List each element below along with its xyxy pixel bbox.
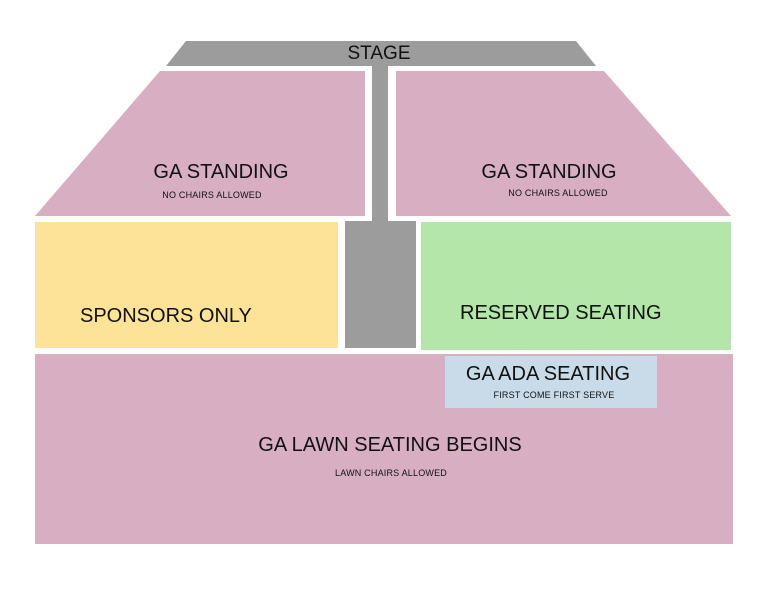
ga-ada-seating-title: GA ADA SEATING xyxy=(465,363,631,385)
ga-standing-right-title: GA STANDING xyxy=(481,161,617,183)
reserved-seating-zone[interactable] xyxy=(421,222,731,350)
stage-label: STAGE xyxy=(347,43,411,64)
ga-standing-right-zone[interactable] xyxy=(396,71,731,216)
ga-standing-right-note: NO CHAIRS ALLOWED xyxy=(508,188,608,198)
sponsors-only-zone[interactable] xyxy=(35,222,338,348)
ga-standing-left-note: NO CHAIRS ALLOWED xyxy=(162,190,262,200)
lawn-seating-note: LAWN CHAIRS ALLOWED xyxy=(335,468,447,478)
ga-ada-seating-zone[interactable] xyxy=(445,356,657,408)
ga-standing-left-title: GA STANDING xyxy=(153,161,289,183)
lawn-seating-title: GA LAWN SEATING BEGINS xyxy=(258,434,522,456)
ga-standing-left-zone[interactable] xyxy=(35,71,365,216)
reserved-seating-title: RESERVED SEATING xyxy=(460,302,662,324)
stage-runway xyxy=(372,66,388,221)
ga-ada-seating-note: FIRST COME FIRST SERVE xyxy=(493,390,615,400)
stage-thrust xyxy=(345,221,416,348)
sponsors-only-title: SPONSORS ONLY xyxy=(80,305,252,327)
stage-platform xyxy=(166,41,596,66)
